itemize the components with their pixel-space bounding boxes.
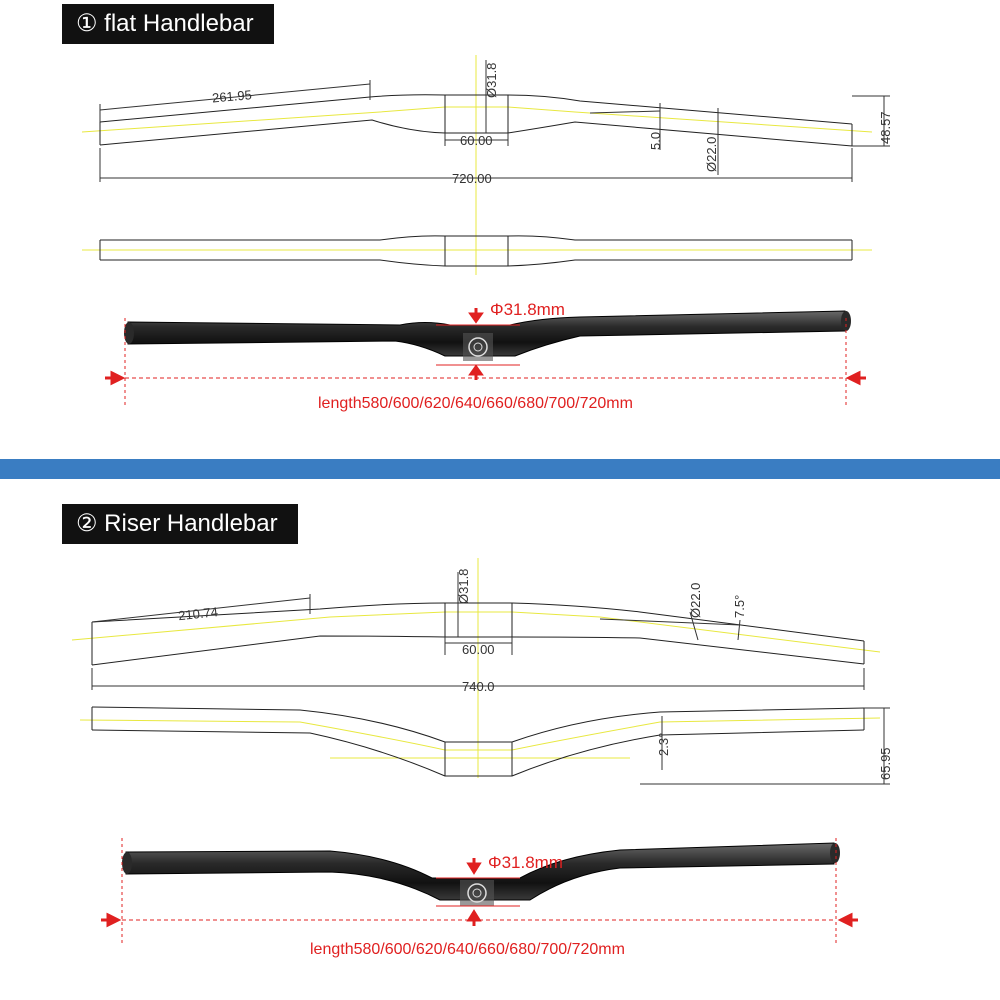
riser-grip-dia-label: Ø22.0 (688, 583, 703, 618)
riser-length-label: length580/600/620/640/660/680/700/720mm (310, 941, 625, 958)
riser-sweep-label: 7.5° (732, 595, 747, 618)
flat-width-label: 720.00 (452, 171, 492, 186)
flat-clamp-photo-label: Φ31.8mm (490, 300, 565, 319)
section-title-riser: ② Riser Handlebar (62, 504, 298, 544)
section-title-flat: ① flat Handlebar (62, 4, 274, 44)
flat-front-view-drawing (82, 235, 872, 267)
riser-grip-length-label: 210.74 (177, 604, 218, 623)
riser-handlebar-photo: Φ31.8mm length580/600/620/640/660/680/70… (101, 838, 858, 958)
flat-handlebar-photo: Φ31.8mm length580/600/620/640/660/680/70… (105, 300, 866, 412)
flat-top-view-drawing: 261.95 Ø31.8 60.00 5.0 Ø22.0 48.57 720.0… (81, 55, 893, 275)
riser-clamp-photo-label: Φ31.8mm (488, 853, 563, 872)
flat-clamp-width-label: 60.00 (460, 133, 493, 148)
riser-front-view-drawing: 2.3° 65.95 (79, 706, 893, 785)
riser-clamp-dia-label: Ø31.8 (456, 569, 471, 604)
flat-clamp-dia-label: Ø31.8 (484, 63, 499, 98)
flat-grip-dia-label: Ø22.0 (704, 137, 719, 172)
riser-clamp-width-label: 60.00 (462, 642, 495, 657)
riser-upsweep-label: 2.3° (656, 733, 671, 756)
flat-rise-label: 48.57 (878, 111, 893, 144)
flat-length-label: length580/600/620/640/660/680/700/720mm (318, 395, 633, 412)
section-divider-band (0, 459, 1000, 479)
flat-grip-length-label: 261.95 (211, 87, 252, 105)
flat-taper-label: 5.0 (648, 132, 663, 150)
riser-top-view-drawing: 210.74 Ø31.8 60.00 Ø22.0 7.5° 740.0 (71, 558, 881, 778)
riser-rise-label: 65.95 (878, 747, 893, 780)
riser-width-label: 740.0 (462, 679, 495, 694)
